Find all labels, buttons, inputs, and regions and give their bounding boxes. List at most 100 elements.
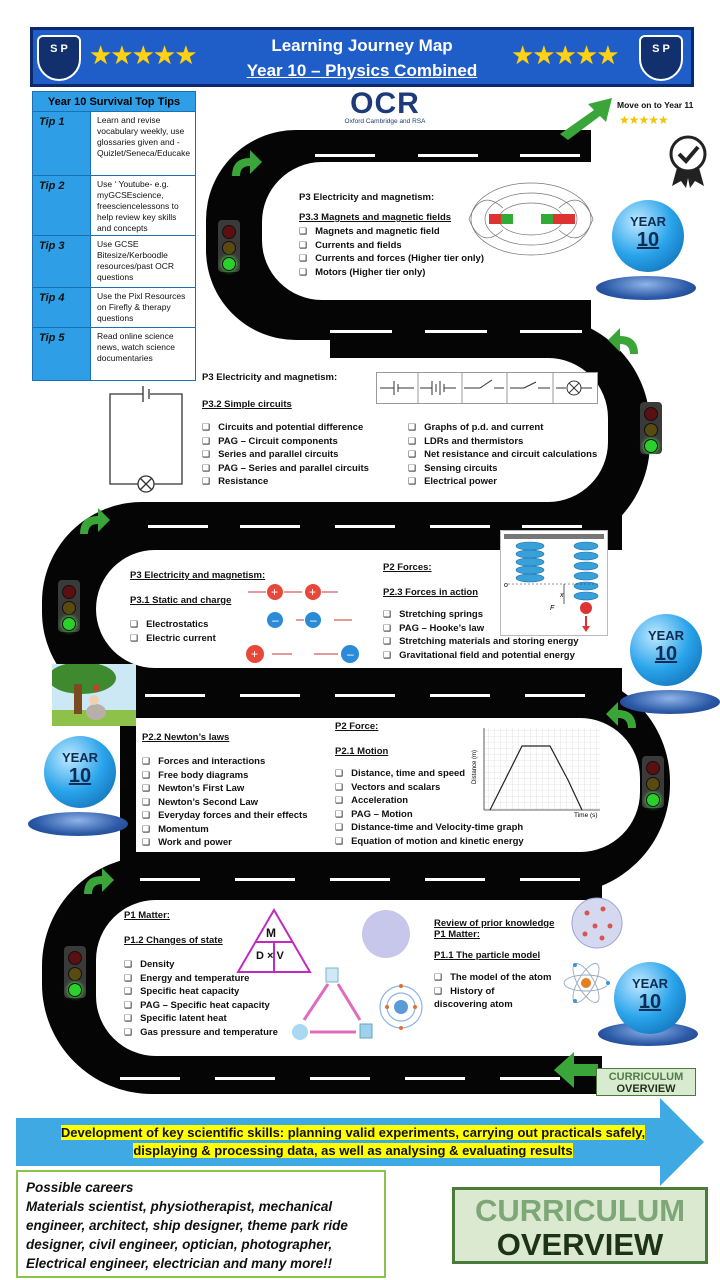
tips-heading: Year 10 Survival Top Tips <box>33 92 195 112</box>
traffic-light-icon <box>64 946 86 998</box>
triangle-bottom: D × V <box>256 950 284 962</box>
section-subtitle: P2.1 Motion <box>335 746 389 757</box>
list-item: Sensing circuits <box>408 462 597 476</box>
svg-text:F: F <box>550 605 555 612</box>
simple-circuit-diagram <box>109 386 183 493</box>
tip-text: Learn and revise vocabulary weekly, use … <box>97 115 191 158</box>
list-item: Electrical power <box>408 475 597 489</box>
triangle-top: M <box>266 926 276 940</box>
traffic-light-icon <box>642 756 664 808</box>
topic-list: Distance, time and speed Vectors and sca… <box>335 767 524 848</box>
list-item: Circuits and potential difference <box>202 421 369 435</box>
svg-text:Distance (m): Distance (m) <box>472 750 478 784</box>
traffic-light-icon <box>218 220 240 272</box>
svg-text:+: + <box>271 585 278 599</box>
newton-tree-image <box>52 664 136 726</box>
svg-text:–: – <box>310 613 317 627</box>
careers-text: Materials scientist, physiotherapist, me… <box>26 1199 348 1271</box>
green-turn-arrow-icon <box>608 328 638 354</box>
gold-stars-icon: ★★★★★ <box>619 113 669 127</box>
svg-text:+: + <box>251 647 258 661</box>
svg-text:–: – <box>347 647 354 661</box>
tip-row: Tip 1 Learn and revise vocabulary weekly… <box>33 112 195 176</box>
tip-label: Tip 1 <box>33 112 91 175</box>
header-banner: S P ★★★★★ Learning Journey Map Year 10 –… <box>30 27 694 87</box>
charges-diagram: + + – – + – <box>246 584 359 663</box>
svg-text:–: – <box>272 613 279 627</box>
pedestal <box>28 812 128 836</box>
tip-row: Tip 2 Use ‘ Youtube- e.g. myGCSEscience,… <box>33 176 195 236</box>
springs-diagram: o x F <box>500 530 608 636</box>
list-item: Density <box>124 958 278 972</box>
list-item: Magnets and magnetic field <box>299 225 484 239</box>
survival-tips-table: Year 10 Survival Top Tips Tip 1 Learn an… <box>32 91 196 381</box>
section-title: P1 Matter: <box>434 929 480 940</box>
topic-list: Stretching springs PAG – Hooke’s law Str… <box>383 608 579 662</box>
section-subtitle: P2.3 Forces in action <box>383 587 479 598</box>
skills-line-2: displaying & processing data, as well as… <box>133 1143 573 1158</box>
traffic-light-icon <box>58 580 80 632</box>
list-item: Momentum <box>142 823 308 837</box>
list-item: Distance, time and speed <box>335 767 524 781</box>
section-subtitle: P3.2 Simple circuits <box>202 399 292 410</box>
section-subtitle: P3.1 Static and charge <box>130 595 232 606</box>
list-item: Gas pressure and temperature <box>124 1026 278 1040</box>
plum-pudding-model-icon <box>571 897 623 949</box>
svg-text:x: x <box>559 592 564 599</box>
section-p12: P1 Matter: P1.2 Changes of state Density… <box>124 910 278 1039</box>
list-item: PAG – Specific heat capacity <box>124 999 278 1013</box>
green-turn-arrow-icon <box>80 508 110 534</box>
list-item: History of discovering atom <box>434 985 540 1012</box>
green-turn-arrow-icon <box>606 702 636 728</box>
topic-list: Forces and interactions Free body diagra… <box>142 755 308 850</box>
stars-left-icon: ★★★★★ <box>89 40 198 70</box>
list-item: Newton’s Second Law <box>142 796 308 810</box>
list-item: Graphs of p.d. and current <box>408 421 597 435</box>
list-item: Forces and interactions <box>142 755 308 769</box>
tip-text: Use the Pixl Resources on Firefly & ther… <box>97 291 186 323</box>
start-arrow-icon <box>554 1052 598 1088</box>
section-title: Review of prior knowledge <box>434 918 555 929</box>
circuit-symbols-strip <box>376 372 598 404</box>
curriculum-overview-small-logo: CURRICULUM OVERVIEW <box>596 1068 696 1096</box>
svg-text:+: + <box>309 585 316 599</box>
list-item: PAG – Circuit components <box>202 435 369 449</box>
tip-label: Tip 2 <box>33 176 91 235</box>
section-p22: P2.2 Newton’s laws Forces and interactio… <box>142 732 308 850</box>
list-item: PAG – Motion <box>335 808 524 822</box>
move-on-label: Move on to Year 11 <box>617 100 694 110</box>
section-subtitle: P3.3 Magnets and magnetic fields <box>299 212 452 223</box>
atom-shells-icon <box>379 984 423 1030</box>
section-title: P3 Electricity and magnetism: <box>130 570 266 581</box>
topic-list-right: Graphs of p.d. and current LDRs and ther… <box>408 421 597 489</box>
careers-box: Possible careers Materials scientist, ph… <box>16 1170 386 1278</box>
section-title: P1 Matter: <box>124 910 170 921</box>
list-item: Distance-time and Velocity-time graph <box>335 821 524 835</box>
list-item: Equation of motion and kinetic energy <box>335 835 524 849</box>
magnetic-field-diagram <box>468 182 594 256</box>
list-item: The model of the atom <box>434 971 554 985</box>
topic-list: Circuits and potential difference PAG – … <box>202 421 369 489</box>
list-item: Currents and forces (Higher tier only) <box>299 252 484 266</box>
tip-row: Tip 5 Read online science news, watch sc… <box>33 328 195 380</box>
section-p32: P3 Electricity and magnetism: P3.2 Simpl… <box>202 372 369 489</box>
section-title: P3 Electricity and magnetism: <box>202 372 338 383</box>
stars-right-icon: ★★★★★ <box>511 40 620 70</box>
list-item: Vectors and scalars <box>335 781 524 795</box>
section-p31: P3 Electricity and magnetism: P3.1 Stati… <box>130 570 265 645</box>
tip-text: Read online science news, watch science … <box>97 331 175 363</box>
list-item: PAG – Series and parallel circuits <box>202 462 369 476</box>
ocr-logo: OCR Oxford Cambridge and RSA <box>344 87 426 126</box>
list-item: PAG – Hooke’s law <box>383 622 579 636</box>
section-subtitle: P1.2 Changes of state <box>124 935 223 946</box>
careers-heading: Possible careers <box>26 1180 134 1195</box>
section-subtitle: P1.1 The particle model <box>434 950 541 961</box>
list-item: Motors (Higher tier only) <box>299 266 484 280</box>
section-p11: Review of prior knowledge P1 Matter: P1.… <box>434 918 554 1012</box>
section-p23: P2 Forces: P2.3 Forces in action Stretch… <box>383 562 579 662</box>
page-subtitle: Year 10 – Physics Combined <box>246 61 478 80</box>
list-item: LDRs and thermistors <box>408 435 597 449</box>
section-p33: P3 Electricity and magnetism: P3.3 Magne… <box>299 192 484 279</box>
